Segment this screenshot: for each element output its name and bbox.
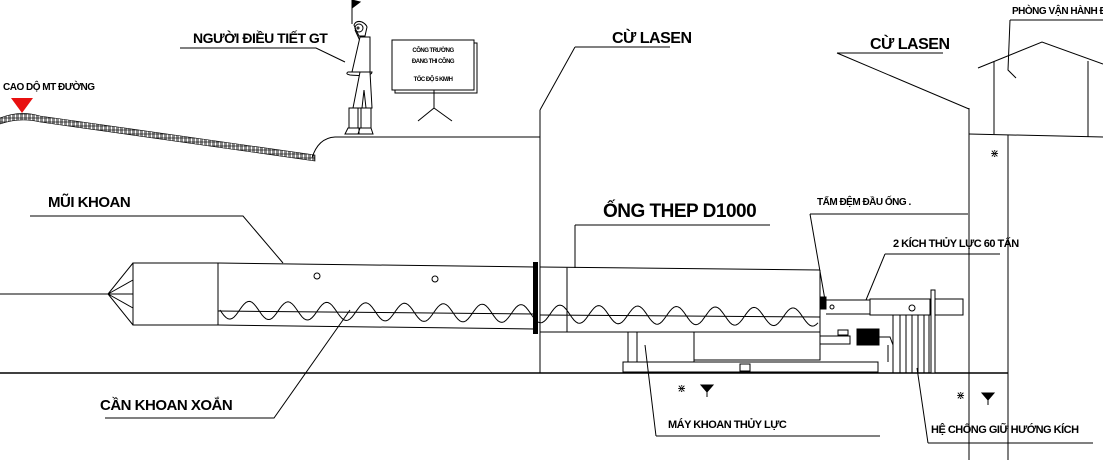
road-level-marker-icon	[11, 98, 33, 113]
ground-surface	[311, 136, 540, 159]
sign-line-2: ĐANG THI CÔNG	[412, 57, 455, 65]
road-level-label: CAO DỘ MT ĐƯỜNG	[3, 80, 95, 93]
sheet-pile-right-leader	[836, 52, 970, 110]
svg-text:⋇: ⋇	[990, 147, 999, 160]
drill-machine-label: MÁY KHOAN THỦY LỰC	[668, 418, 787, 431]
svg-text:⋇: ⋇	[956, 389, 965, 402]
soil-hatch-icon: ⋇ ⋇ ⋇	[677, 147, 999, 402]
drill-machine-leader	[644, 344, 880, 437]
sheet-pile-right	[968, 108, 1009, 460]
auger-label: CẦN KHOAN XOẮN	[100, 396, 232, 414]
traffic-sign: CÔNG TRƯỜNG ĐANG THI CÔNG TỐC ĐỘ 5 KM/H	[391, 39, 478, 122]
control-room	[968, 19, 1103, 138]
jack-support-frame	[892, 315, 930, 373]
drill-bit	[107, 262, 219, 326]
hydraulic-jack	[819, 289, 964, 374]
drill-machine	[622, 328, 894, 373]
sheet-pile-left-leader	[539, 46, 670, 111]
jacks-leader	[865, 253, 1000, 301]
steel-pipe-leader	[574, 224, 770, 268]
drill-bit-label: MŨI KHOAN	[48, 193, 130, 211]
sign-line-3: TỐC ĐỘ 5 KM/H	[414, 75, 453, 83]
control-room-label: PHÒNG VẬN HÀNH Đ	[1012, 4, 1103, 17]
sheet-pile-left-label: CỪ LASEN	[612, 28, 692, 47]
auger-leader	[105, 309, 351, 419]
road-surface	[0, 113, 316, 162]
flagman-label: NGƯỜI ĐIỀU TIẾT GT	[193, 29, 328, 46]
drill-bit-leader	[30, 215, 284, 264]
svg-text:⋇: ⋇	[677, 382, 686, 395]
jack-support-label: HỆ CHỐNG GIỮ HƯỚNG KÍCH	[931, 422, 1079, 436]
jacks-label: 2 KÍCH THỦY LỰC 60 TẤN	[893, 237, 1019, 250]
head-plate-label: TẤM ĐỆM ĐẦU ỐNG .	[817, 194, 911, 208]
head-plate-leader	[809, 213, 968, 301]
auger-helix	[219, 300, 819, 327]
sign-line-1: CÔNG TRƯỜNG	[412, 46, 454, 54]
flagman-leader	[180, 47, 346, 63]
jack-support-leader	[916, 367, 1093, 444]
flagman-figure-icon	[344, 0, 374, 135]
sheet-pile-right-label: CỪ LASEN	[870, 34, 950, 53]
water-level-icon	[699, 384, 996, 405]
steel-pipe-label: ỐNG THEP D1000	[603, 200, 756, 222]
pipe-collar	[533, 262, 538, 334]
